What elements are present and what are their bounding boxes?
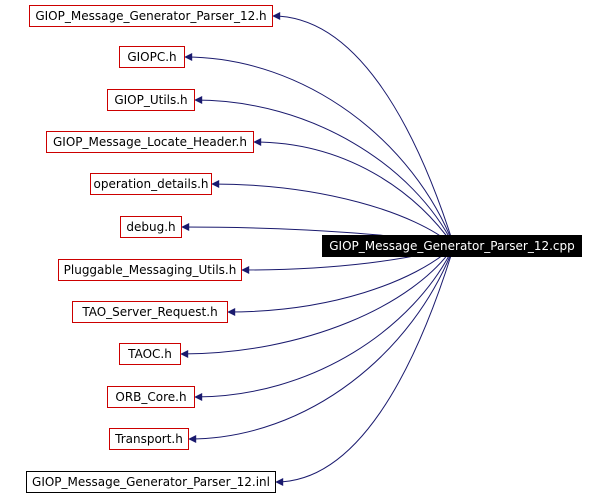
node-operation-details-h[interactable]: operation_details.h — [90, 173, 212, 195]
edge-1 — [184, 53, 455, 247]
edge-2 — [194, 96, 455, 247]
node-giop-utils-h[interactable]: GIOP_Utils.h — [107, 89, 195, 111]
node-debug-h[interactable]: debug.h — [120, 216, 182, 238]
edge-10 — [188, 245, 455, 443]
node-giop-message-generator-parser-12-h[interactable]: GIOP_Message_Generator_Parser_12.h — [29, 5, 273, 27]
node-pluggable-messaging-utils-h[interactable]: Pluggable_Messaging_Utils.h — [58, 259, 242, 281]
edge-8 — [180, 245, 455, 358]
node-taoc-h[interactable]: TAOC.h — [119, 343, 181, 365]
edge-4 — [211, 180, 455, 247]
node-tao-server-request-h[interactable]: TAO_Server_Request.h — [72, 301, 228, 323]
node-root-giop-message-generator-parser-12-cpp: GIOP_Message_Generator_Parser_12.cpp — [322, 235, 582, 257]
edge-3 — [253, 138, 455, 247]
node-transport-h[interactable]: Transport.h — [109, 428, 189, 450]
edge-7 — [227, 245, 455, 316]
edge-0 — [272, 12, 455, 247]
node-giopc-h[interactable]: GIOPC.h — [119, 46, 185, 68]
edge-11 — [275, 245, 455, 486]
edge-9 — [194, 245, 455, 401]
node-giop-message-generator-parser-12-inl[interactable]: GIOP_Message_Generator_Parser_12.inl — [26, 471, 276, 493]
node-giop-message-locate-header-h[interactable]: GIOP_Message_Locate_Header.h — [46, 131, 254, 153]
node-orb-core-h[interactable]: ORB_Core.h — [107, 386, 195, 408]
